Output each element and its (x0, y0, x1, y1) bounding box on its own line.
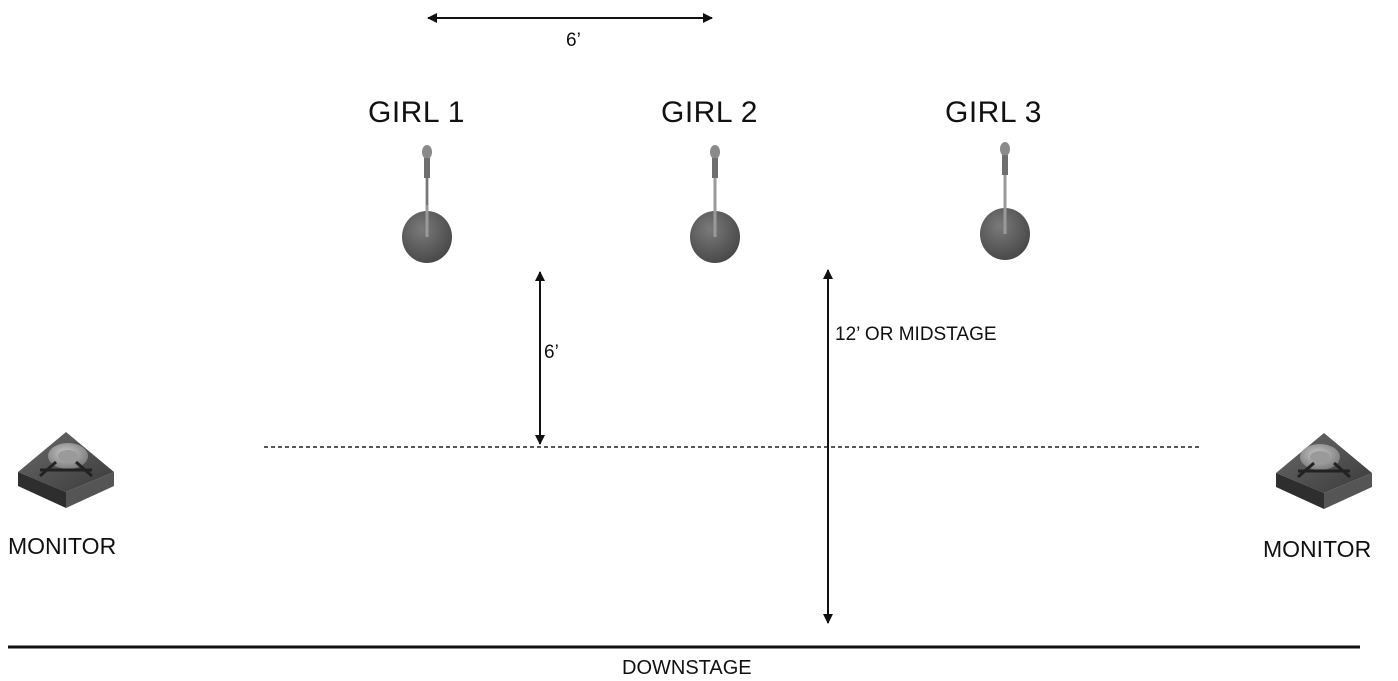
midstage-label: 12’ OR MIDSTAGE (835, 324, 997, 345)
monitor-label-left: MONITOR (8, 533, 117, 559)
monitor-label-right: MONITOR (1263, 536, 1372, 562)
performer-label-girl-1: GIRL 1 (368, 96, 465, 129)
downstage-offset-label: 6’ (544, 342, 559, 363)
mic-stand-icon (402, 145, 452, 263)
spacing-dimension-label: 6’ (566, 30, 581, 51)
downstage-label: DOWNSTAGE (622, 657, 752, 679)
mic-stand-icon (690, 145, 740, 263)
performer-label-girl-3: GIRL 3 (945, 96, 1042, 129)
stage-monitor-icon (18, 432, 114, 508)
mic-stand-icon (980, 142, 1030, 260)
stage-monitor-icon (1276, 433, 1372, 509)
performer-label-girl-2: GIRL 2 (661, 96, 758, 129)
